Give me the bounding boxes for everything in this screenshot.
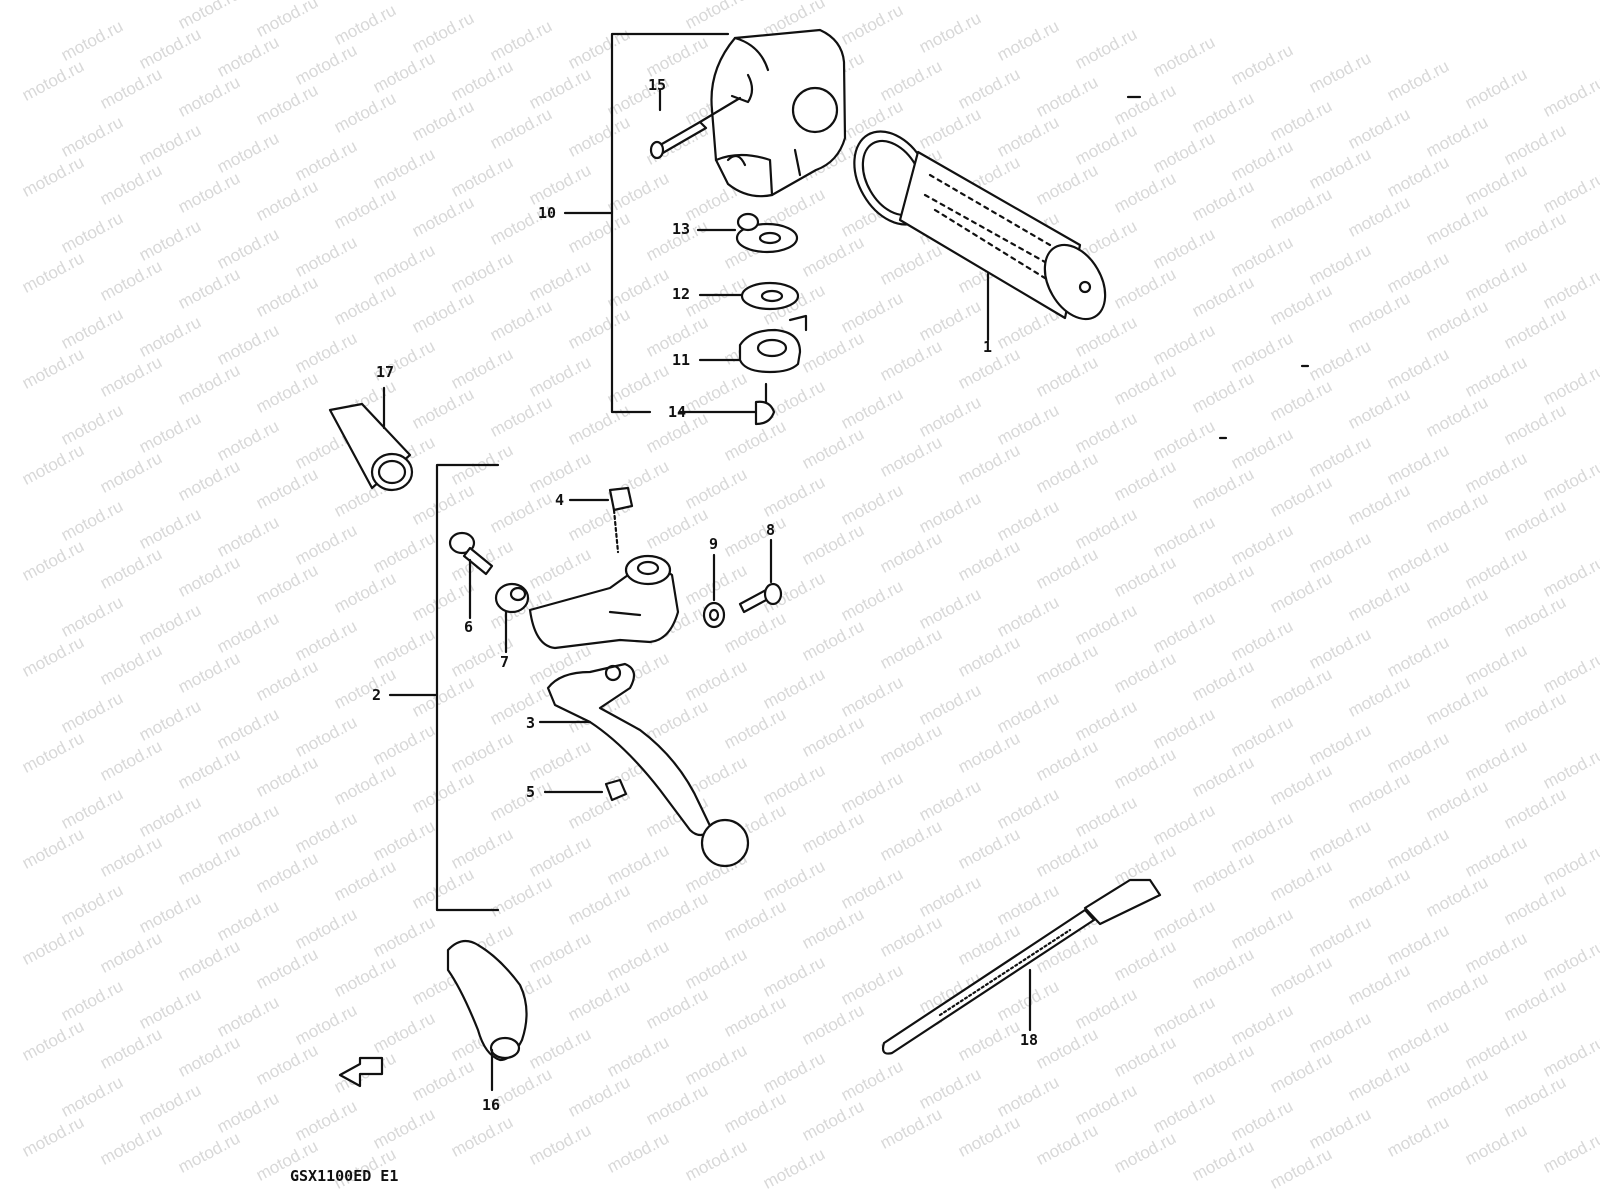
callout-14: 14 [668, 403, 687, 421]
bracket-10 [610, 32, 730, 414]
lever-3-drawing [538, 662, 750, 868]
screw-15-drawing [649, 88, 742, 160]
callout-17: 17 [376, 363, 395, 381]
callout-8: 8 [766, 521, 776, 539]
front-arrow-icon [338, 1056, 384, 1088]
callout-11: 11 [672, 351, 691, 369]
callout-1: 1 [983, 338, 993, 356]
diagram-code-label: GSX1100ED E1 [290, 1167, 399, 1185]
spacer-7-drawing [494, 582, 530, 654]
callout-2: 2 [372, 686, 382, 704]
bracket-2 [435, 463, 500, 912]
callout-5: 5 [526, 783, 536, 801]
callout-18: 18 [1020, 1031, 1039, 1049]
washer-12-drawing [698, 281, 800, 311]
callout-4: 4 [555, 491, 565, 509]
callout-6: 6 [464, 618, 474, 636]
lever-cover-16-drawing [446, 939, 528, 1092]
throttle-housing-drawing [710, 28, 847, 198]
callout-16: 16 [482, 1096, 501, 1114]
adjuster-4-drawing [568, 486, 634, 554]
washer-9-drawing [702, 553, 726, 629]
grip-drawing [853, 130, 1107, 342]
boot-17-drawing [328, 386, 414, 492]
screw-14-drawing [678, 382, 776, 426]
cable-tie-18-drawing [881, 878, 1162, 1055]
callout-9: 9 [709, 535, 719, 553]
callout-10: 10 [538, 204, 557, 222]
callout-3: 3 [526, 714, 536, 732]
bolt-8-drawing [738, 538, 783, 614]
screw-6-drawing [448, 531, 494, 620]
nut-5-drawing [543, 778, 628, 802]
lever-bracket-drawing [528, 554, 680, 650]
callout-13: 13 [672, 220, 691, 238]
callout-12: 12 [672, 285, 691, 303]
callout-15: 15 [648, 76, 667, 94]
callout-7: 7 [500, 653, 510, 671]
guide-11-drawing [698, 314, 808, 374]
clamp-13-drawing [696, 212, 799, 254]
